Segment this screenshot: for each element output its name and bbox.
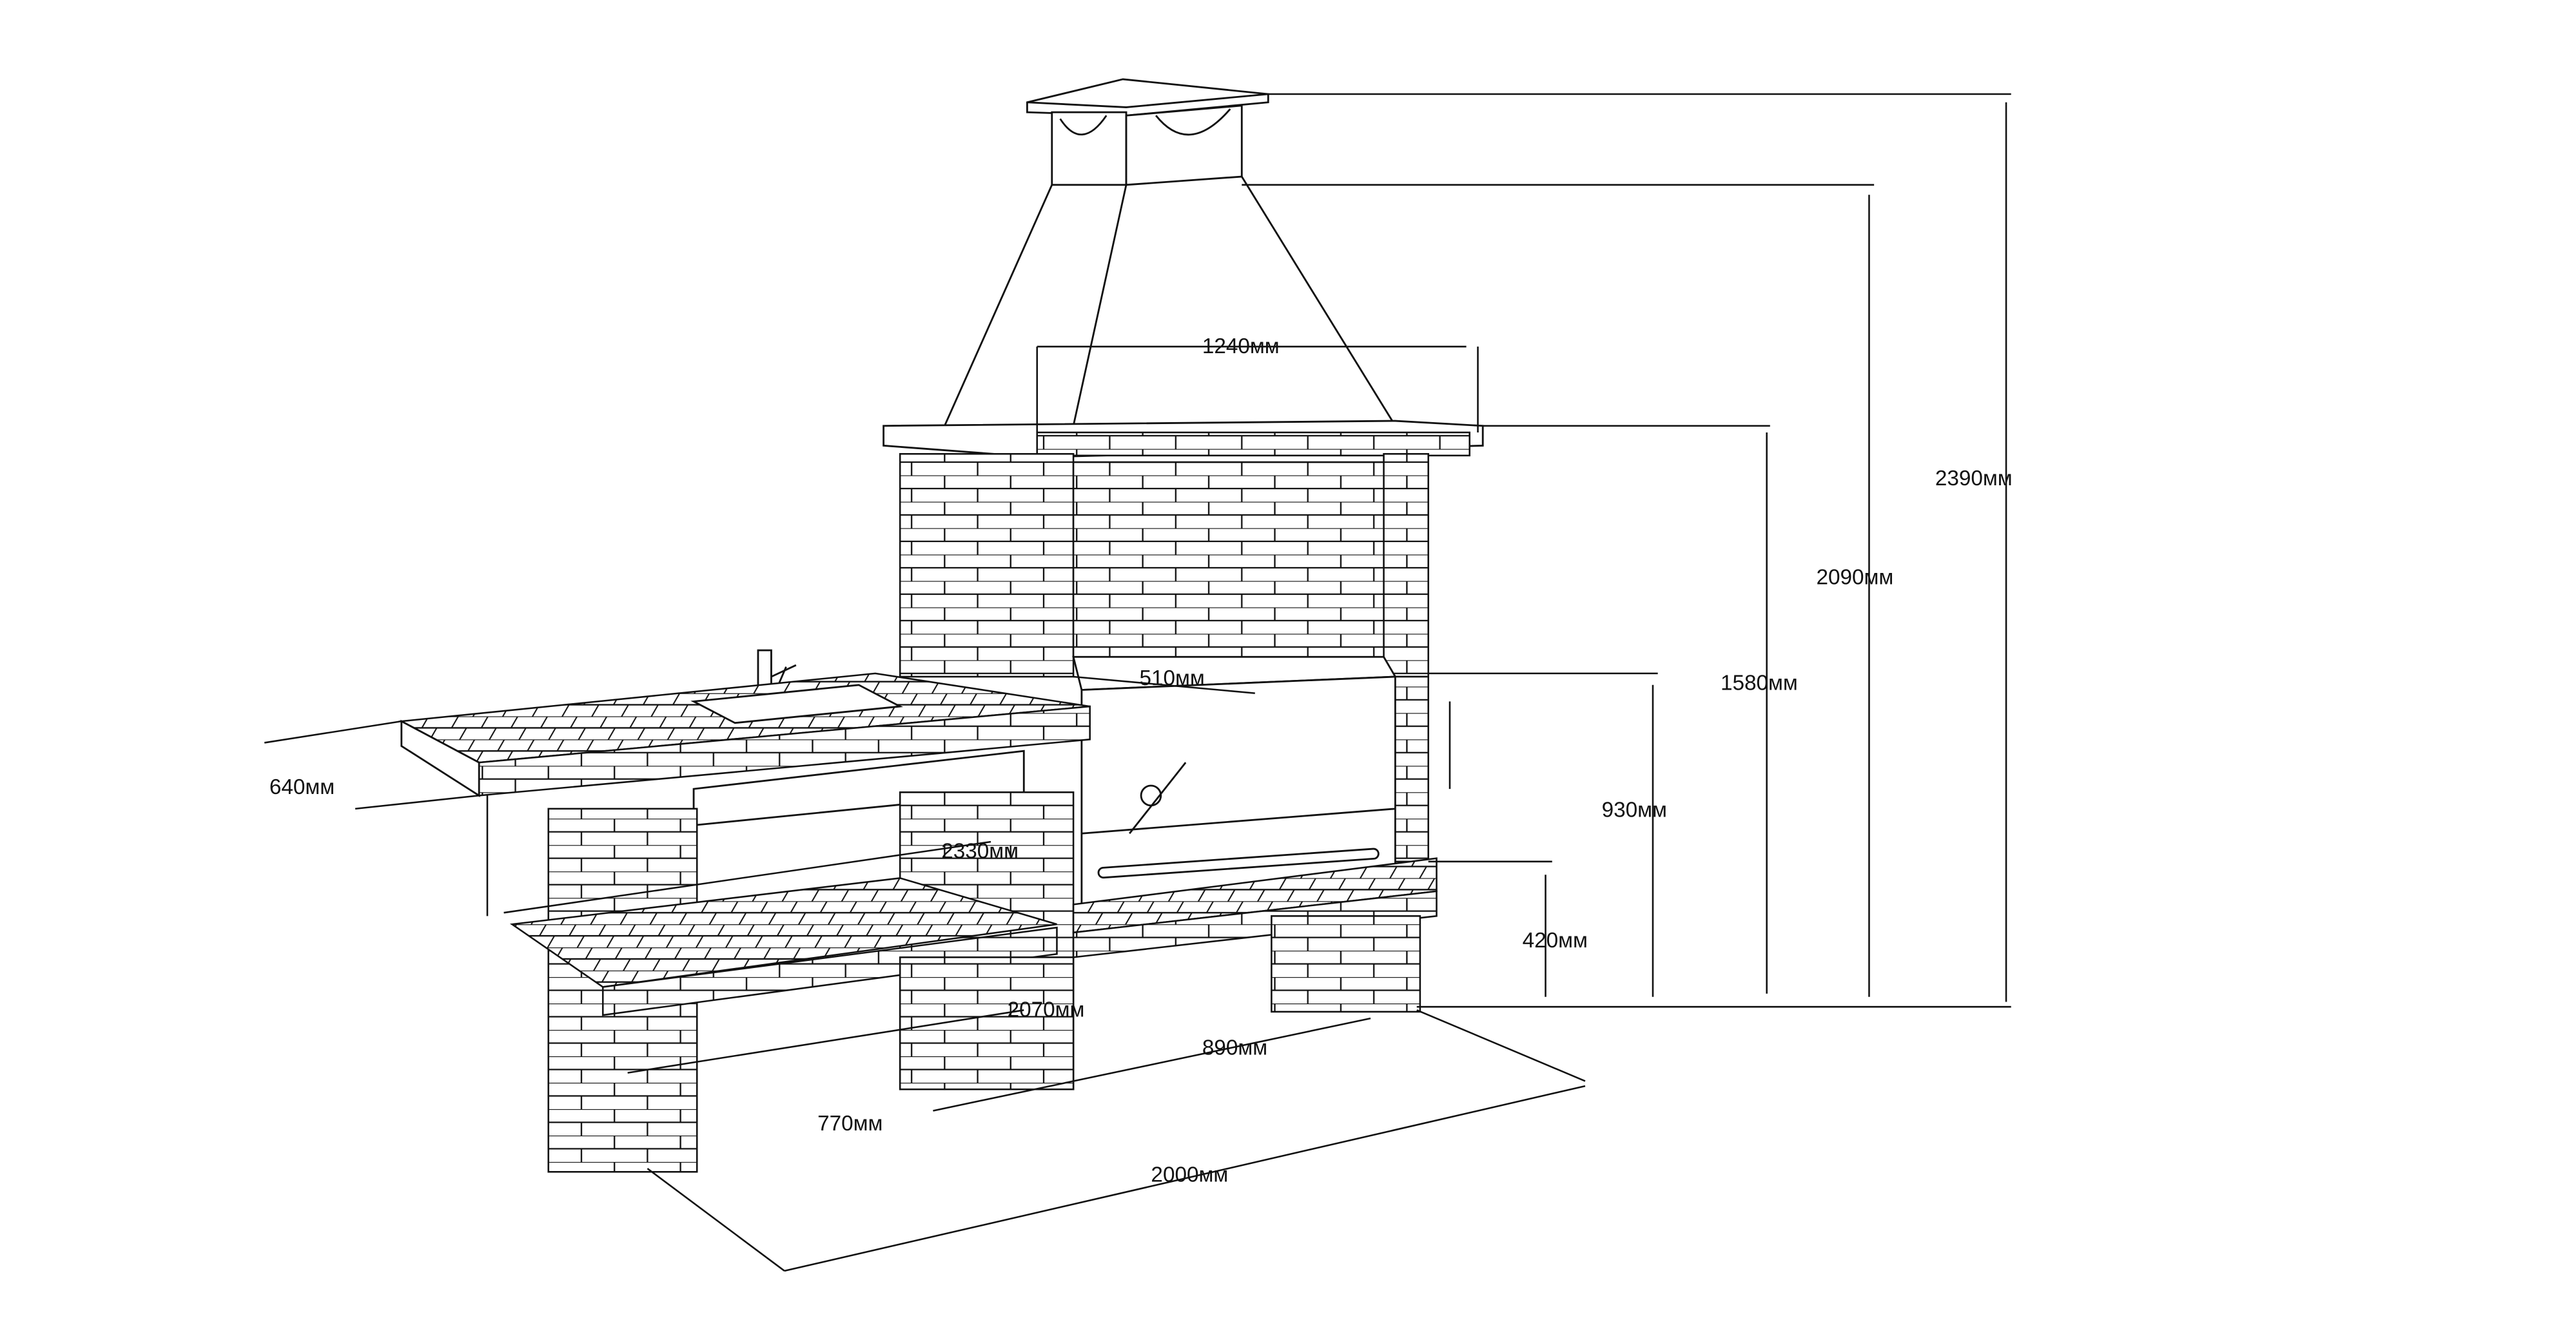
label-770: 770мм <box>817 1112 883 1136</box>
grill-box <box>1080 675 1429 917</box>
countertop <box>398 672 1091 827</box>
label-1240: 1240мм <box>1202 334 1280 358</box>
label-2090: 2090мм <box>1817 566 1894 590</box>
lower-shelf <box>509 857 1438 1090</box>
hood <box>944 176 1396 427</box>
chimney <box>1026 78 1269 186</box>
label-640: 640мм <box>269 775 335 799</box>
label-2390: 2390мм <box>1935 467 2013 490</box>
dimension-labels: 2390мм 2090мм 1580мм 930мм 420мм 1240мм … <box>269 334 2013 1187</box>
label-420: 420мм <box>1523 929 1588 953</box>
dimension-lines <box>264 93 2011 1272</box>
label-510: 510мм <box>1140 666 1205 690</box>
label-1580: 1580мм <box>1721 671 1798 695</box>
label-2330: 2330мм <box>941 840 1019 864</box>
label-930: 930мм <box>1602 799 1667 822</box>
firebox <box>883 420 1484 691</box>
label-890: 890мм <box>1202 1036 1267 1060</box>
label-2070: 2070мм <box>1008 998 1085 1022</box>
label-2000: 2000мм <box>1151 1163 1228 1187</box>
